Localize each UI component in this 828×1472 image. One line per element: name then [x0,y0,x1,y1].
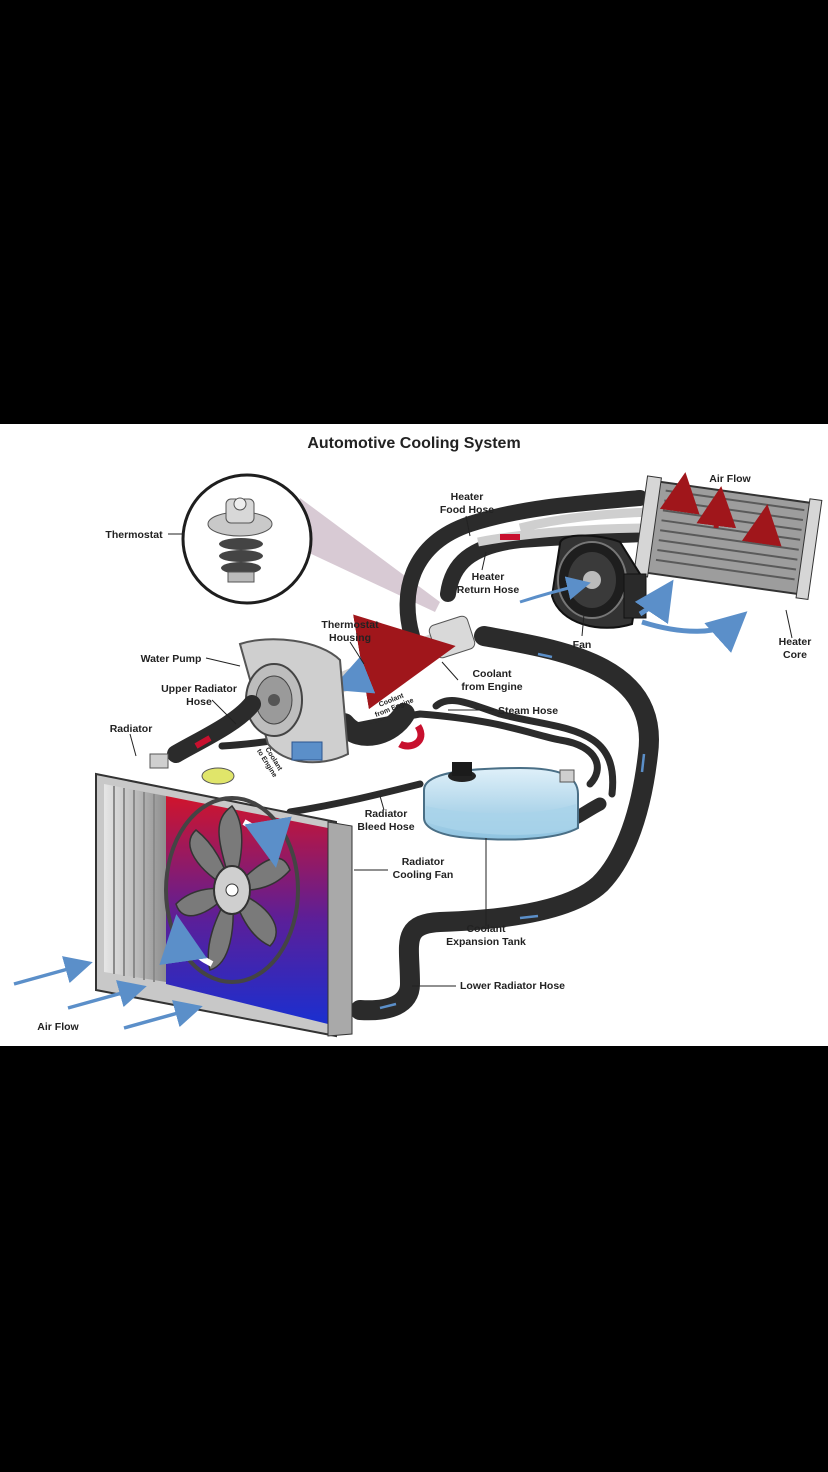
heater-core [633,475,823,601]
water-pump [167,638,350,764]
label-air-flow-bottom: Air Flow [37,1021,79,1033]
label-coolant-expansion-tank-line1: Coolant [466,923,506,935]
label-radiator-cooling-fan-line2: Cooling Fan [393,869,454,881]
label-heater-food-hose-line1: Heater [451,491,484,503]
label-air-flow-top: Air Flow [709,473,751,485]
hot-air-arrows [659,472,782,547]
label-coolant-expansion-tank-line2: Expansion Tank [446,936,526,948]
blower-fan [519,534,748,653]
label-coolant-from-engine-line2: from Engine [461,681,522,693]
label-heater-core-line1: Heater [779,636,812,648]
label-radiator-bleed-hose-line2: Bleed Hose [357,821,414,833]
air-flow-arrows [13,956,203,1030]
label-upper-radiator-hose-line1: Upper Radiator [161,683,237,695]
label-heater-food-hose-line2: Food Hose [440,504,494,516]
leader-lines [129,515,793,987]
return-hose [350,626,659,1021]
label-lower-radiator-hose: Lower Radiator Hose [460,980,565,992]
label-upper-radiator-hose-line2: Hose [186,696,212,708]
label-fan: Fan [573,639,592,651]
diagram-image: Automotive Cooling System [0,424,828,1046]
coolant-expansion-tank [423,762,579,841]
label-thermostat: Thermostat [105,529,163,541]
label-thermostat-housing-line1: Thermostat [321,619,379,631]
label-heater-core-line2: Core [783,649,807,661]
diagram-title: Automotive Cooling System [307,435,520,452]
label-radiator-bleed-hose-line1: Radiator [365,808,408,820]
label-thermostat-housing-line2: Housing [329,632,371,644]
thermostat-housing [314,614,476,750]
label-radiator: Radiator [110,723,153,735]
label-heater-return-hose-line2: Return Hose [457,584,520,596]
label-water-pump: Water Pump [141,653,202,665]
radiator-cooling-fan [159,796,300,984]
label-radiator-cooling-fan-line1: Radiator [402,856,445,868]
label-coolant-from-engine-line1: Coolant [472,668,512,680]
heater-hoses [399,490,653,644]
cooling-system-diagram: Automotive Cooling System [13,435,823,1038]
label-steam-hose: Steam Hose [498,705,558,717]
label-heater-return-hose-line1: Heater [472,571,505,583]
